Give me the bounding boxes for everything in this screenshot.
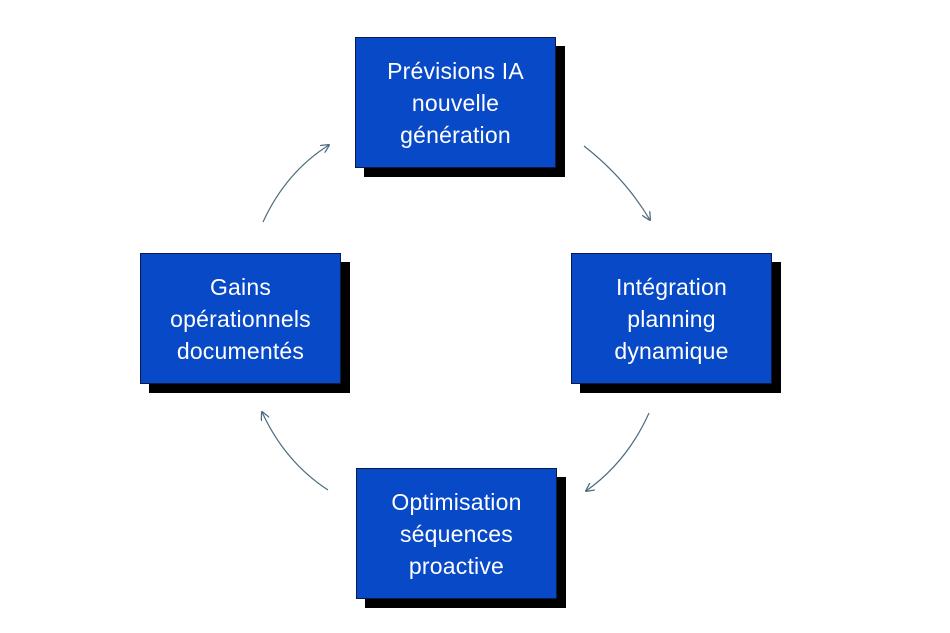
node-gains-operationnels: Gains opérationnels documentés: [140, 253, 341, 384]
node-label: Intégration planning dynamique: [614, 273, 729, 364]
node-previsions-ia: Prévisions IA nouvelle génération: [355, 37, 556, 168]
node-label: Gains opérationnels documentés: [170, 273, 311, 364]
arrow-left-to-top: [262, 145, 329, 223]
node-label: Optimisation séquences proactive: [391, 488, 522, 579]
arrow-bottom-to-left: [262, 412, 329, 491]
node-label: Prévisions IA nouvelle génération: [387, 57, 524, 148]
arrow-right-to-bottom: [586, 412, 650, 491]
arrow-top-to-right: [583, 145, 650, 220]
node-optimisation-sequences: Optimisation séquences proactive: [356, 468, 557, 599]
node-integration-planning: Intégration planning dynamique: [571, 253, 772, 384]
